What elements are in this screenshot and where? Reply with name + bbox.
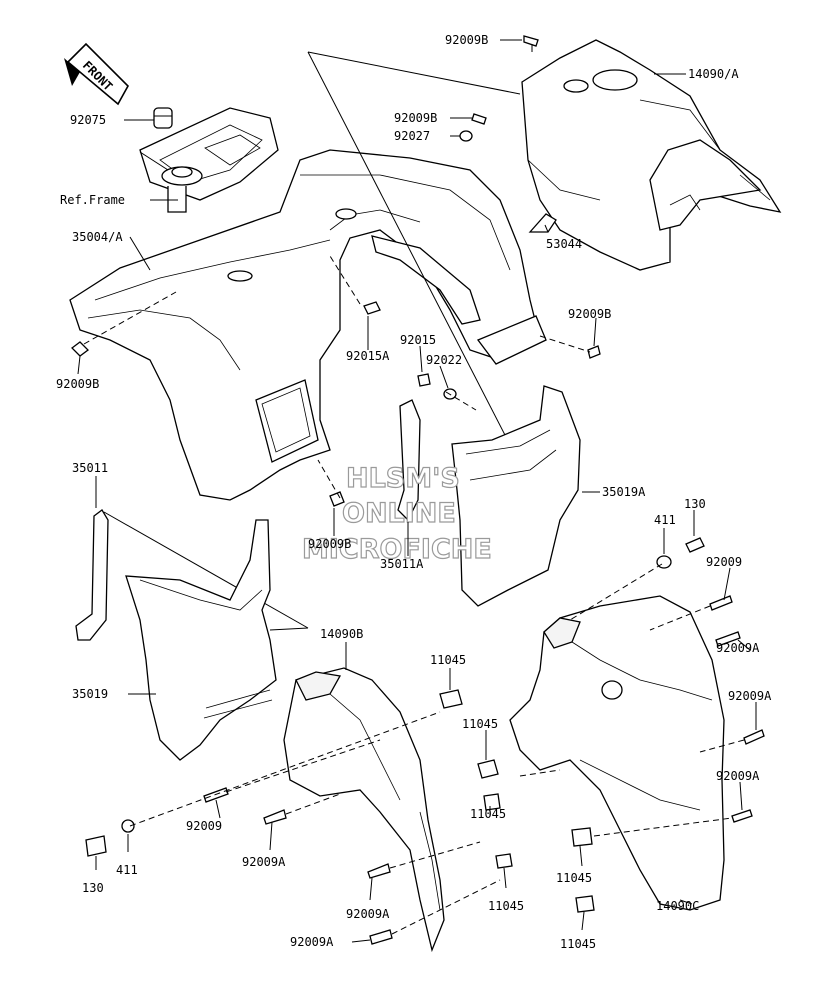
callout-92009B: 92009B	[445, 33, 488, 47]
grommet-92075	[153, 107, 173, 129]
callout-411: 411	[116, 863, 138, 877]
callout-92009A: 92009A	[716, 641, 760, 655]
watermark-line-1: HLSM'S	[346, 463, 460, 494]
callout-11045: 11045	[488, 899, 524, 913]
watermark: HLSM'S ONLINE MICROFICHE	[301, 462, 492, 565]
side-cover-14090A	[521, 39, 782, 271]
callout-92009B: 92009B	[568, 307, 611, 321]
callout-92075: 92075	[70, 113, 106, 127]
callout-35019: 35019	[72, 687, 108, 701]
callout-92009A: 92009A	[716, 769, 760, 783]
front-arrow-icon: FRONT	[64, 42, 129, 106]
clip-53044	[528, 213, 557, 233]
callout-92009A: 92009A	[242, 855, 286, 869]
callout-92015A: 92015A	[346, 349, 390, 363]
callout-92009A: 92009A	[728, 689, 772, 703]
callout-11045: 11045	[470, 807, 506, 821]
ref-frame-label: Ref.Frame	[60, 193, 125, 207]
callout-92009A: 92009A	[290, 935, 334, 949]
callout-14090B: 14090B	[320, 627, 363, 641]
callout-14090C: 14090C	[656, 899, 699, 913]
callout-labels: 92009B 14090/A 92075 92009B 92027 Ref.Fr…	[56, 33, 772, 951]
callout-11045: 11045	[430, 653, 466, 667]
mudguard-35019A	[397, 385, 581, 607]
callout-35011A: 35011A	[380, 557, 424, 571]
callout-35004A: 35004/A	[72, 230, 123, 244]
callout-92015: 92015	[400, 333, 436, 347]
callout-92027: 92027	[394, 129, 430, 143]
leader-lines	[77, 39, 757, 943]
watermark-line-2: ONLINE	[342, 498, 456, 529]
callout-92009A: 92009A	[346, 907, 390, 921]
side-cover-14090C	[509, 595, 725, 911]
assembly-lines	[83, 255, 745, 935]
callout-411: 411	[654, 513, 676, 527]
callout-11045: 11045	[462, 717, 498, 731]
callout-53044: 53044	[546, 237, 582, 251]
callout-35011: 35011	[72, 461, 108, 475]
callout-92009: 92009	[186, 819, 222, 833]
rear-fender-35004A	[69, 149, 547, 501]
callout-35019A: 35019A	[602, 485, 646, 499]
side-cover-14090B	[283, 667, 445, 953]
mudguard-35019	[125, 519, 277, 761]
callout-11045: 11045	[560, 937, 596, 951]
callout-14090A: 14090/A	[688, 67, 739, 81]
callout-92022: 92022	[426, 353, 462, 367]
callout-92009: 92009	[706, 555, 742, 569]
watermark-line-3: MICROFICHE	[302, 534, 492, 565]
callout-92009B: 92009B	[394, 111, 437, 125]
callout-11045: 11045	[556, 871, 592, 885]
callout-92009B: 92009B	[308, 537, 351, 551]
fastener-hardware	[71, 35, 765, 945]
callout-130: 130	[684, 497, 706, 511]
bracket-35011	[75, 509, 109, 641]
callout-130: 130	[82, 881, 104, 895]
frame-reference	[139, 107, 279, 213]
callout-92009B: 92009B	[56, 377, 99, 391]
